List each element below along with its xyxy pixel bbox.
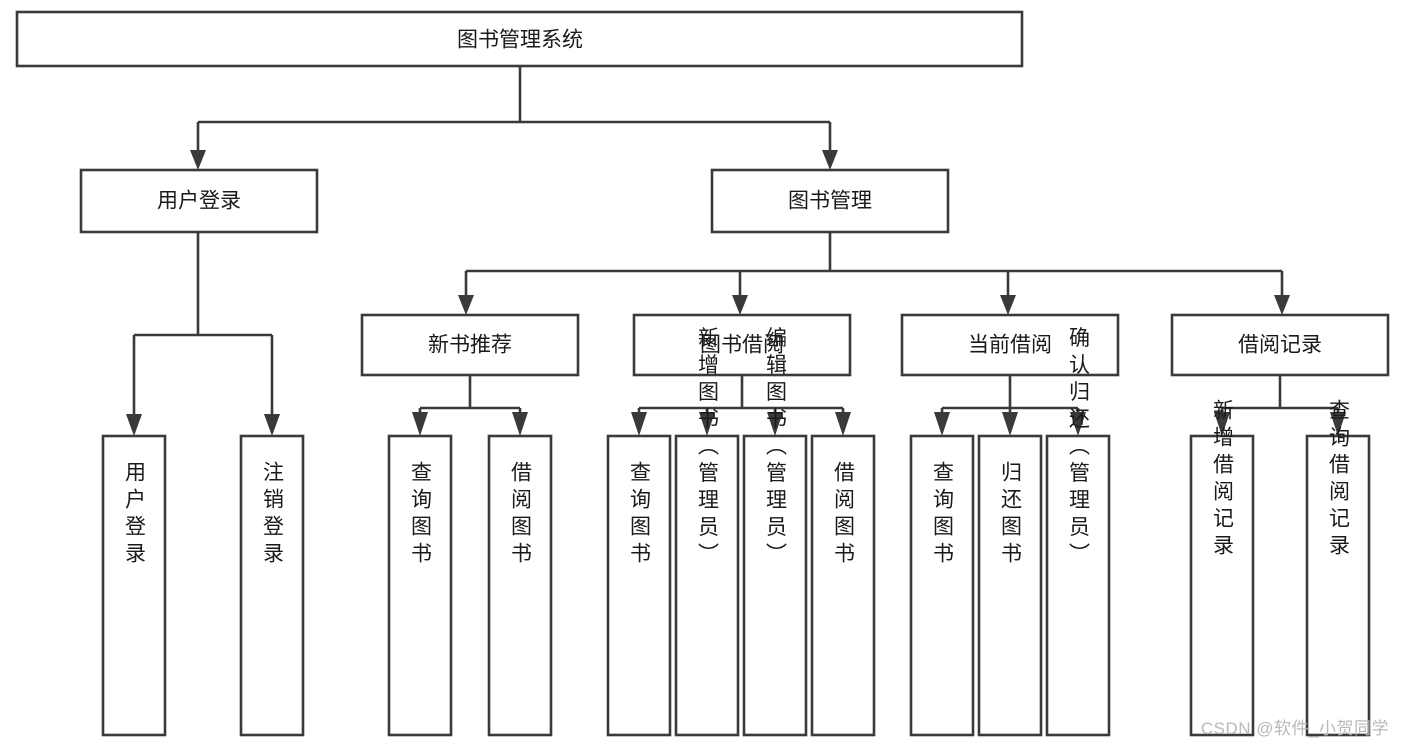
node-box-shape xyxy=(710,168,950,234)
node-label: 图书借阅 xyxy=(700,334,784,357)
node-new-book-recommend[interactable]: 新书推荐 xyxy=(360,313,580,377)
node-box-shape xyxy=(360,313,580,377)
node-label: 图书管理系统 xyxy=(457,29,583,52)
node-label: 查询图书 xyxy=(931,461,955,569)
node-book-management[interactable]: 图书管理 xyxy=(710,168,950,234)
node-label: 新增图书（管理员） xyxy=(696,327,720,570)
node-box-shape xyxy=(1170,313,1390,377)
arrow-head-icon xyxy=(934,412,950,436)
node-book-borrow[interactable]: 图书借阅 xyxy=(632,313,852,377)
node-label: 用户登录 xyxy=(123,461,147,569)
connector-new-book-to-leaves xyxy=(412,375,528,436)
node-label: 归还图书 xyxy=(999,461,1023,569)
node-box-shape xyxy=(810,434,876,737)
node-label: 借阅记录 xyxy=(1238,334,1322,357)
node-label: 查询图书 xyxy=(409,461,433,569)
node-box-shape xyxy=(387,434,453,737)
node-box-shape xyxy=(101,434,167,737)
node-box-shape xyxy=(79,168,319,234)
arrow-head-icon xyxy=(822,150,838,170)
arrow-head-icon xyxy=(732,295,748,315)
node-box-shape xyxy=(1305,434,1371,737)
node-box-shape xyxy=(742,434,808,737)
node-label: 新增借阅记录 xyxy=(1211,399,1235,561)
connector-book-manage-to-level3 xyxy=(458,232,1290,315)
leaf-node-book-borrow-borrow[interactable]: 借阅图书 xyxy=(810,434,876,737)
leaf-node-current-borrow-confirm[interactable]: 确认归还（管理员） xyxy=(1045,327,1111,737)
leaf-node-new-book-borrow[interactable]: 借阅图书 xyxy=(487,434,553,737)
leaf-node-book-borrow-query[interactable]: 查询图书 xyxy=(606,434,672,737)
node-label: 注销登录 xyxy=(261,461,285,569)
arrow-head-icon xyxy=(1000,295,1016,315)
arrow-head-icon xyxy=(512,412,528,436)
node-box-shape xyxy=(15,10,1024,68)
connector-borrow-records-to-leaves xyxy=(1214,375,1346,436)
arrow-head-icon xyxy=(458,295,474,315)
connector-book-borrow-to-leaves xyxy=(631,375,851,436)
node-label: 查询借阅记录 xyxy=(1327,399,1351,561)
leaf-node-current-borrow-return[interactable]: 归还图书 xyxy=(977,434,1043,737)
node-box-shape xyxy=(487,434,553,737)
leaf-node-user-login-logout[interactable]: 注销登录 xyxy=(239,434,305,737)
node-root-system[interactable]: 图书管理系统 xyxy=(15,10,1024,68)
arrow-head-icon xyxy=(699,412,715,436)
node-label: 图书管理 xyxy=(788,190,872,213)
arrow-head-icon xyxy=(1070,412,1086,436)
arrow-head-icon xyxy=(264,414,280,436)
node-box-shape xyxy=(977,434,1043,737)
leaf-node-user-login-login[interactable]: 用户登录 xyxy=(101,434,167,737)
node-box-shape xyxy=(900,313,1120,377)
leaf-node-current-borrow-query[interactable]: 查询图书 xyxy=(909,434,975,737)
arrow-head-icon xyxy=(1330,412,1346,436)
arrow-head-icon xyxy=(835,412,851,436)
arrow-head-icon xyxy=(1274,295,1290,315)
node-box-shape xyxy=(1045,434,1111,737)
node-label: 当前借阅 xyxy=(968,334,1052,357)
connector-user-login-to-leaves xyxy=(126,232,280,436)
node-box-shape xyxy=(1189,434,1255,737)
node-box-shape xyxy=(606,434,672,737)
node-user-login[interactable]: 用户登录 xyxy=(79,168,319,234)
arrow-head-icon xyxy=(190,150,206,170)
node-label: 借阅图书 xyxy=(509,461,533,569)
node-label: 查询图书 xyxy=(628,461,652,569)
leaf-node-book-borrow-edit[interactable]: 编辑图书（管理员） xyxy=(742,327,808,737)
node-label: 新书推荐 xyxy=(428,334,512,357)
node-box-shape xyxy=(909,434,975,737)
node-label: 借阅图书 xyxy=(832,461,856,569)
arrow-head-icon xyxy=(126,414,142,436)
arrow-head-icon xyxy=(767,412,783,436)
arrow-head-icon xyxy=(1214,412,1230,436)
connector-root-to-level2 xyxy=(190,66,838,170)
node-borrow-records[interactable]: 借阅记录 xyxy=(1170,313,1390,377)
node-label: 编辑图书（管理员） xyxy=(764,327,788,570)
leaf-node-new-book-query[interactable]: 查询图书 xyxy=(387,434,453,737)
leaf-node-book-borrow-add[interactable]: 新增图书（管理员） xyxy=(674,327,740,737)
node-box-shape xyxy=(239,434,305,737)
connector-current-borrow-to-leaves xyxy=(934,375,1086,436)
node-current-borrow[interactable]: 当前借阅 xyxy=(900,313,1120,377)
arrow-head-icon xyxy=(1002,412,1018,436)
node-label: 用户登录 xyxy=(157,190,241,213)
node-box-shape xyxy=(674,434,740,737)
arrow-head-icon xyxy=(412,412,428,436)
leaf-node-records-add[interactable]: 新增借阅记录 xyxy=(1189,399,1255,737)
leaf-node-records-query[interactable]: 查询借阅记录 xyxy=(1305,399,1371,737)
arrow-head-icon xyxy=(631,412,647,436)
node-label: 确认归还（管理员） xyxy=(1067,327,1091,570)
node-box-shape xyxy=(632,313,852,377)
